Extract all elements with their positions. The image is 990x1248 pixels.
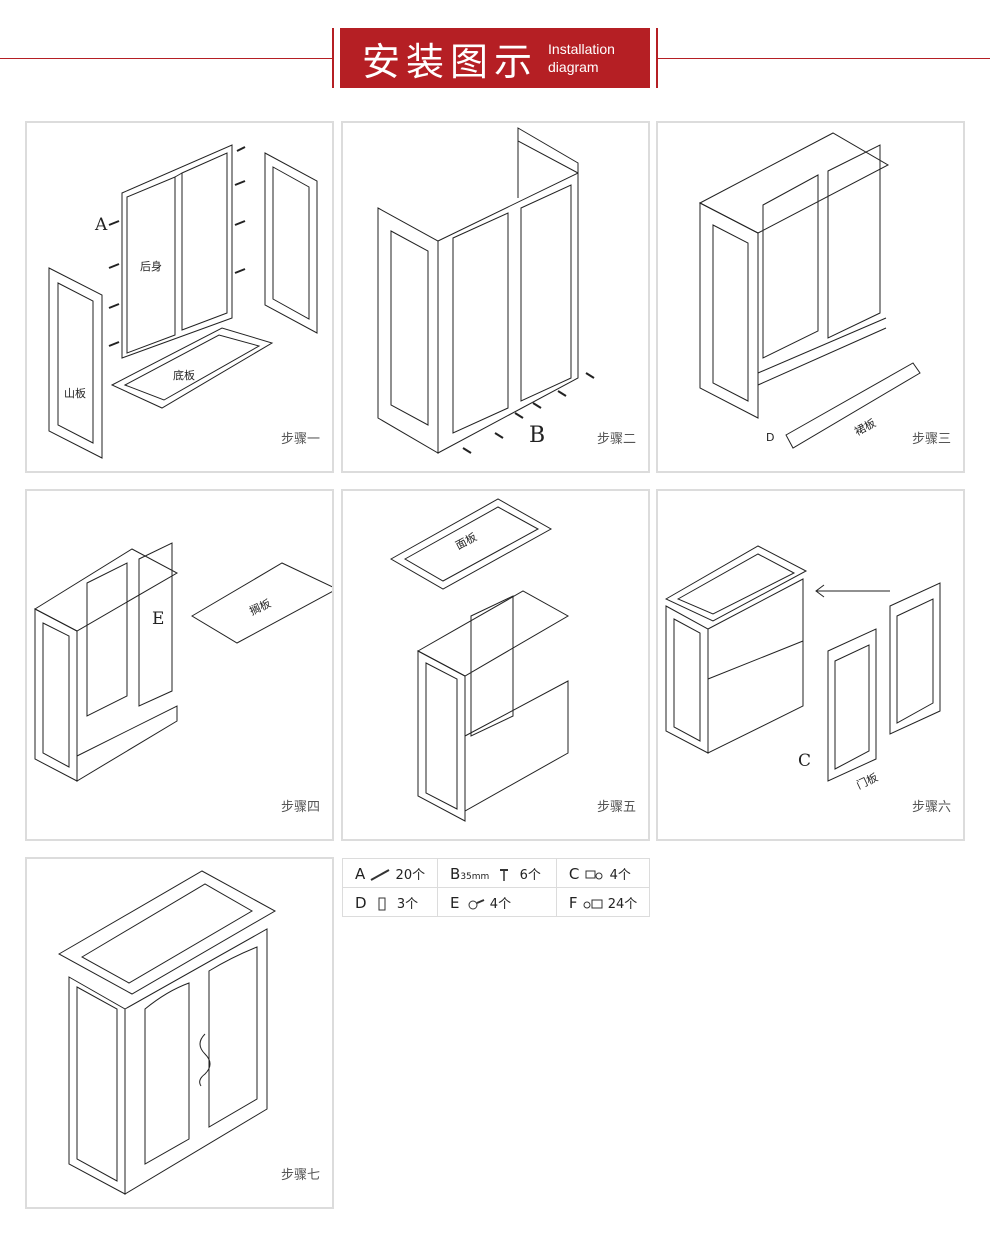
dowel-icon <box>370 869 390 881</box>
part-e: E 4个 <box>437 887 557 917</box>
step-6-panel: C 门板 步骤六 <box>656 489 965 841</box>
marker-e: E <box>152 609 165 629</box>
label-bottom-board: 底板 <box>173 369 195 382</box>
step-2-drawing <box>377 127 595 454</box>
step-4-panel: E 搁板 步骤四 <box>25 489 334 841</box>
bottom-board <box>110 327 274 409</box>
back-panel <box>121 144 233 359</box>
header-line-right <box>658 58 990 59</box>
step-2-panel: B 步骤二 <box>341 121 650 473</box>
marker-a: A <box>95 215 108 235</box>
step-4-drawing <box>33 542 332 782</box>
page-title: 安装图示 <box>362 39 539 84</box>
side-panel-right <box>264 152 318 334</box>
parts-legend: A 20个 B35mm 6个 C 4个 D 3个 E 4个 F 24个 <box>341 858 651 917</box>
label-back-body: 后身 <box>140 260 162 273</box>
step-4-label: 步骤四 <box>280 800 320 815</box>
header-line-left <box>0 58 332 59</box>
step-1-panel: A 后身 底板 山板 步骤一 <box>25 121 334 473</box>
connector-icon <box>468 899 485 910</box>
title-banner: 安装图示 Installation diagram <box>340 28 650 88</box>
part-f: F 24个 <box>555 887 651 917</box>
step-6-drawing <box>664 545 941 782</box>
legend-row: A 20个 B35mm 6个 C 4个 <box>341 858 651 888</box>
step-5-label: 步骤五 <box>596 800 636 815</box>
step-6-label: 步骤六 <box>911 800 951 815</box>
hinge-icon <box>585 870 603 880</box>
side-panel-left <box>48 267 103 459</box>
step-1-label: 步骤一 <box>280 432 320 447</box>
legend-row: D 3个 E 4个 F 24个 <box>341 887 651 917</box>
header-bar-left <box>332 28 334 88</box>
cam-lock-icon <box>583 899 603 909</box>
label-side-board: 山板 <box>64 387 86 400</box>
part-a: A 20个 <box>341 858 439 888</box>
step-1-drawing <box>48 144 318 459</box>
step-7-panel: 步骤七 <box>25 857 334 1209</box>
screw-icon <box>500 869 509 881</box>
marker-d: D <box>766 431 775 444</box>
page-subtitle: Installation diagram <box>548 41 615 75</box>
step-3-panel: D 裙板 步骤三 <box>656 121 965 473</box>
step-2-label: 步骤二 <box>596 432 636 447</box>
part-b: B35mm 6个 <box>437 858 557 888</box>
clip-icon <box>378 897 386 911</box>
header-bar-right <box>656 28 658 88</box>
step-3-label: 步骤三 <box>911 432 951 447</box>
marker-c: C <box>798 751 812 771</box>
step-5-drawing <box>389 498 570 822</box>
part-d: D 3个 <box>341 887 439 917</box>
step-7-drawing <box>57 870 277 1195</box>
marker-b: B <box>529 423 546 448</box>
part-c: C 4个 <box>555 858 651 888</box>
step-3-drawing <box>698 132 921 449</box>
step-5-panel: 面板 步骤五 <box>341 489 650 841</box>
step-7-label: 步骤七 <box>280 1168 320 1183</box>
